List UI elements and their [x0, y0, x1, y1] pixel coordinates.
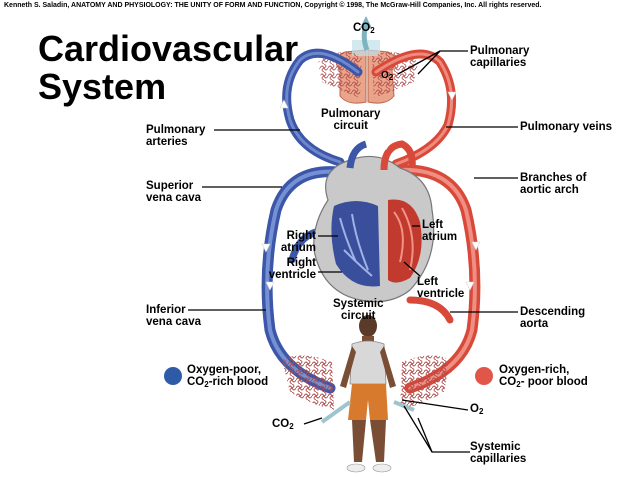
pulmonary-capillaries-label: Pulmonary capillaries	[470, 45, 529, 69]
legend-oxygen-poor-label: Oxygen-poor, CO2-rich blood	[187, 364, 268, 391]
legend-dot-oxygen-poor	[164, 367, 182, 385]
systemic-capillary-network-left	[282, 355, 334, 410]
pulmonary-veins-label: Pulmonary veins	[520, 121, 612, 133]
pulmonary-arteries-label: Pulmonary arteries	[146, 124, 205, 148]
co2-exhaled-label: CO2	[353, 22, 375, 37]
systemic-capillaries-label: Systemic capillaries	[470, 441, 526, 465]
o2-lung-label: O2	[381, 70, 393, 84]
descending-aorta-label: Descending aorta	[520, 306, 585, 330]
human-figure	[340, 315, 396, 472]
left-ventricle-label: Left ventricle	[417, 276, 464, 300]
inferior-vena-cava-label: Inferior vena cava	[146, 304, 201, 328]
legend-oxygen-rich-label: Oxygen-rich, CO2- poor blood	[499, 364, 588, 391]
legend-dot-oxygen-rich	[475, 367, 493, 385]
page-title: Cardiovascular System	[38, 30, 298, 106]
copyright-line: Kenneth S. Saladin, ANATOMY AND PHYSIOLO…	[4, 2, 542, 9]
branches-aortic-arch-label: Branches of aortic arch	[520, 172, 586, 196]
co2-tissue-label: CO2	[272, 418, 294, 433]
right-atrium-label: Right atrium	[276, 230, 316, 254]
left-atrium-label: Left atrium	[422, 219, 457, 243]
systemic-circuit-label: Systemic circuit	[333, 298, 384, 322]
systemic-capillary-network-right	[400, 355, 450, 410]
right-ventricle-label: Right ventricle	[266, 257, 316, 281]
o2-tissue-label: O2	[470, 403, 483, 418]
superior-vena-cava-label: Superior vena cava	[146, 180, 201, 204]
pulmonary-circuit-label: Pulmonary circuit	[321, 108, 380, 132]
